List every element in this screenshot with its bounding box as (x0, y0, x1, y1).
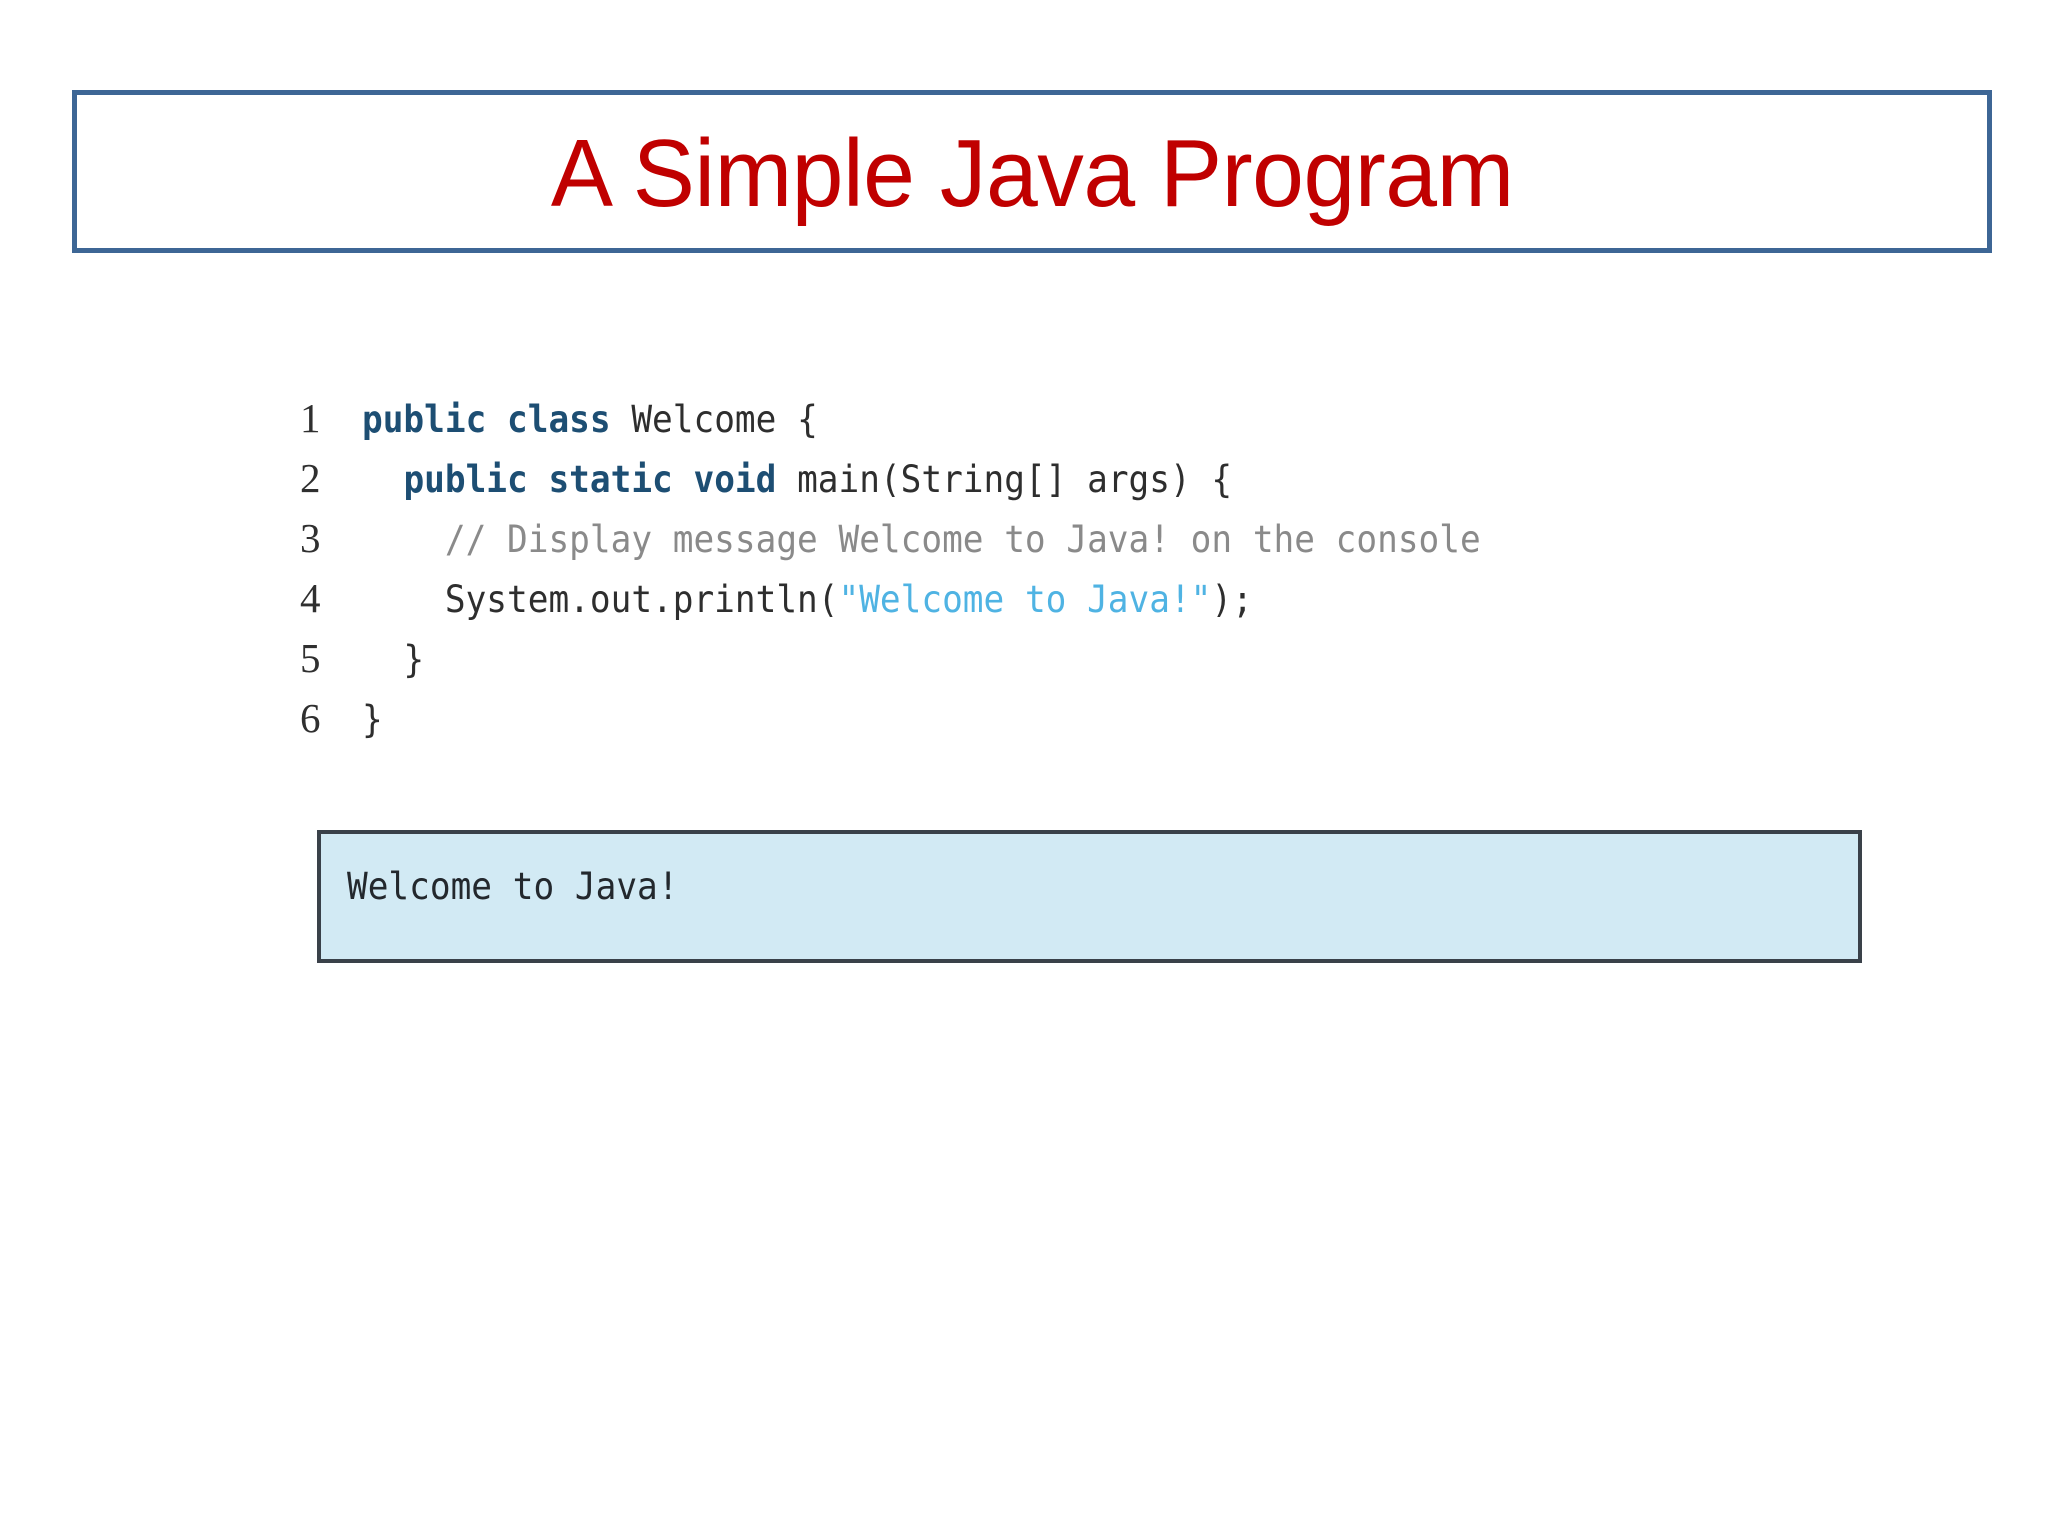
code-token-id: main(String[] args) { (776, 458, 1233, 501)
code-token-id: } (362, 698, 383, 741)
code-token-id: Welcome { (610, 398, 818, 441)
code-line-number: 4 (300, 575, 321, 621)
code-token-kw: class (507, 398, 611, 441)
code-line: 2 public static void main(String[] args)… (300, 448, 1940, 508)
code-token-kw: public (362, 398, 487, 441)
code-token-id (673, 458, 694, 501)
code-line-number: 3 (300, 515, 321, 561)
code-line: 1 public class Welcome { (300, 388, 1940, 448)
code-token-str: "Welcome to Java!" (838, 578, 1212, 621)
code-line: 3 // Display message Welcome to Java! on… (300, 508, 1940, 568)
code-line-text: public static void main(String[] args) { (362, 450, 1232, 510)
code-line: 4 System.out.println("Welcome to Java!")… (300, 568, 1940, 628)
code-token-id: ); (1211, 578, 1253, 621)
code-token-kw: void (693, 458, 777, 501)
slide-title-banner: A Simple Java Program (72, 90, 1992, 253)
code-line-number: 1 (300, 395, 321, 441)
console-output-text: Welcome to Java! (347, 865, 679, 908)
code-line-number: 5 (300, 635, 321, 681)
code-line: 5 } (300, 628, 1940, 688)
code-token-comment: // Display message Welcome to Java! on t… (444, 518, 1481, 561)
code-token-id (362, 518, 445, 561)
page-title: A Simple Java Program (550, 119, 1514, 227)
code-line-text: } (362, 690, 383, 750)
code-line-text: public class Welcome { (362, 390, 818, 450)
code-line-text: // Display message Welcome to Java! on t… (362, 510, 1481, 570)
code-line-number: 2 (300, 455, 321, 501)
code-token-kw: static (548, 458, 673, 501)
code-token-id (486, 398, 507, 441)
code-token-id: } (362, 638, 425, 681)
code-line-number: 6 (300, 695, 321, 741)
code-line-text: System.out.println("Welcome to Java!"); (362, 570, 1253, 630)
code-line-text: } (362, 630, 424, 690)
code-token-id: System.out.println( (362, 578, 839, 621)
code-token-kw: public (403, 458, 528, 501)
code-token-id (528, 458, 549, 501)
console-output-box: Welcome to Java! (317, 830, 1862, 963)
code-line: 6} (300, 688, 1940, 748)
code-token-id (362, 458, 403, 501)
